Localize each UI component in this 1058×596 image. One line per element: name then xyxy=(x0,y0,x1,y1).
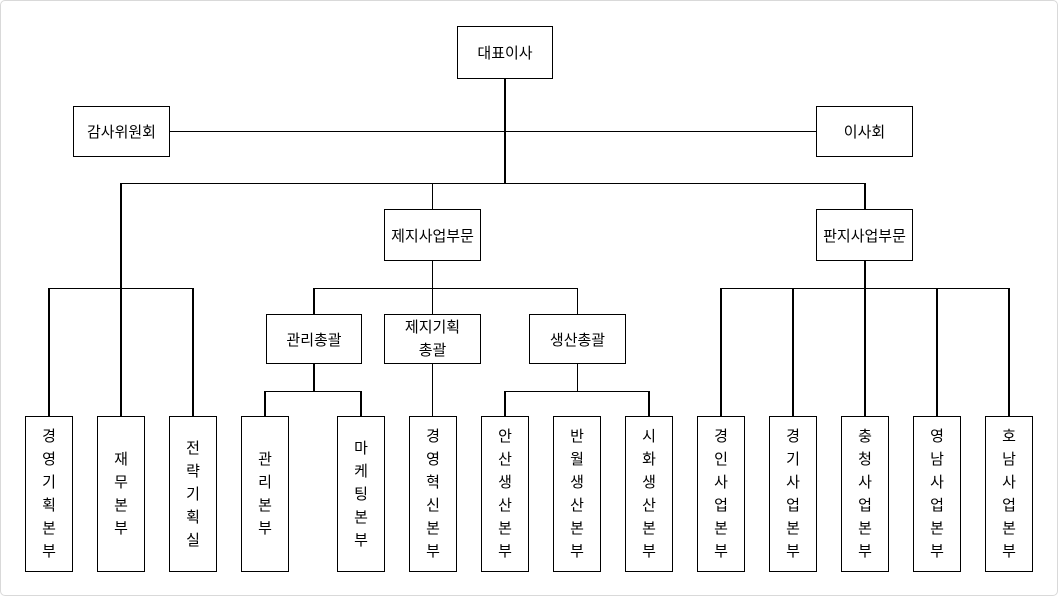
connector-v xyxy=(576,288,579,314)
node-dept-planning-0: 경영혁신본부 xyxy=(409,416,457,572)
node-label: 호남사업본부 xyxy=(1002,428,1016,560)
node-label: 감사위원회 xyxy=(86,124,156,141)
node-label: 관리본부 xyxy=(258,451,272,537)
connector-v xyxy=(864,261,866,288)
node-label: 마케팅본부 xyxy=(354,439,368,549)
node-audit-committee: 감사위원회 xyxy=(73,106,170,157)
connector-v xyxy=(648,391,650,416)
node-label: 관리총괄 xyxy=(286,331,342,349)
connector-audit-board xyxy=(170,130,816,132)
connector-v xyxy=(864,183,866,209)
node-board-of-directors: 이사회 xyxy=(816,106,913,157)
node-dept-cardboard-4: 호남사업본부 xyxy=(985,416,1033,572)
node-dept-staff-1: 재무본부 xyxy=(97,416,145,572)
node-label: 시화생산본부 xyxy=(642,428,656,560)
connector-mgmt-rail xyxy=(264,390,362,392)
node-dept-staff-0: 경영기획본부 xyxy=(25,416,73,572)
node-label: 충청사업본부 xyxy=(858,428,872,560)
node-dept-management-0: 관리본부 xyxy=(241,416,289,572)
connector-v xyxy=(936,288,938,416)
connector-v xyxy=(504,391,506,416)
node-label: 판지사업부문 xyxy=(823,227,906,245)
connector-v xyxy=(720,288,722,416)
node-label: 경영기획본부 xyxy=(42,428,56,560)
node-ceo: 대표이사 xyxy=(457,26,553,79)
connector-v xyxy=(313,364,315,391)
node-label: 경영혁신본부 xyxy=(426,428,440,560)
node-dept-production-0: 안산생산본부 xyxy=(481,416,529,572)
node-cardboard-division: 판지사업부문 xyxy=(816,209,913,261)
node-label: 대표이사 xyxy=(477,45,533,62)
node-dept-cardboard-1: 경기사업본부 xyxy=(769,416,817,572)
connector-prod-rail xyxy=(504,390,650,392)
connector-v xyxy=(792,288,794,416)
node-dept-cardboard-3: 영남사업본부 xyxy=(913,416,961,572)
node-label: 생산총괄 xyxy=(549,331,606,349)
node-label: 안산생산본부 xyxy=(498,428,512,560)
node-label: 전략기획실 xyxy=(186,439,200,549)
connector-v xyxy=(360,391,362,416)
connector-v xyxy=(431,183,434,209)
node-dept-cardboard-0: 경인사업본부 xyxy=(697,416,745,572)
connector-paper-groups-rail xyxy=(313,287,578,289)
node-dept-cardboard-2: 충청사업본부 xyxy=(841,416,889,572)
node-dept-staff-2: 전략기획실 xyxy=(169,416,217,572)
connector-v xyxy=(192,288,194,416)
node-dept-production-2: 시화생산본부 xyxy=(625,416,673,572)
node-label: 반월생산본부 xyxy=(570,428,584,560)
connector-v xyxy=(120,183,122,416)
node-label: 경인사업본부 xyxy=(714,428,728,560)
connector-v xyxy=(431,364,434,416)
node-production-group: 생산총괄 xyxy=(529,314,626,364)
connector-v xyxy=(576,364,579,391)
connector-v xyxy=(48,288,50,416)
node-label: 영남사업본부 xyxy=(930,428,944,560)
node-management-group: 관리총괄 xyxy=(266,314,362,364)
node-label: 이사회 xyxy=(843,124,886,141)
connector-v xyxy=(264,391,266,416)
connector-main-rail xyxy=(121,182,866,184)
node-label: 재무본부 xyxy=(114,451,128,537)
node-dept-management-1: 마케팅본부 xyxy=(337,416,385,572)
connector-v xyxy=(864,288,866,416)
node-dept-production-1: 반월생산본부 xyxy=(553,416,601,572)
node-label: 제지사업부문 xyxy=(391,227,474,245)
node-paper-division: 제지사업부문 xyxy=(384,209,481,261)
node-paper-planning-group: 제지기획총괄 xyxy=(384,314,481,364)
node-label: 제지기획총괄 xyxy=(404,319,461,359)
connector-staff-rail xyxy=(48,287,194,289)
connector-v xyxy=(313,288,315,314)
node-label: 경기사업본부 xyxy=(786,428,800,560)
connector-v xyxy=(1008,288,1010,416)
